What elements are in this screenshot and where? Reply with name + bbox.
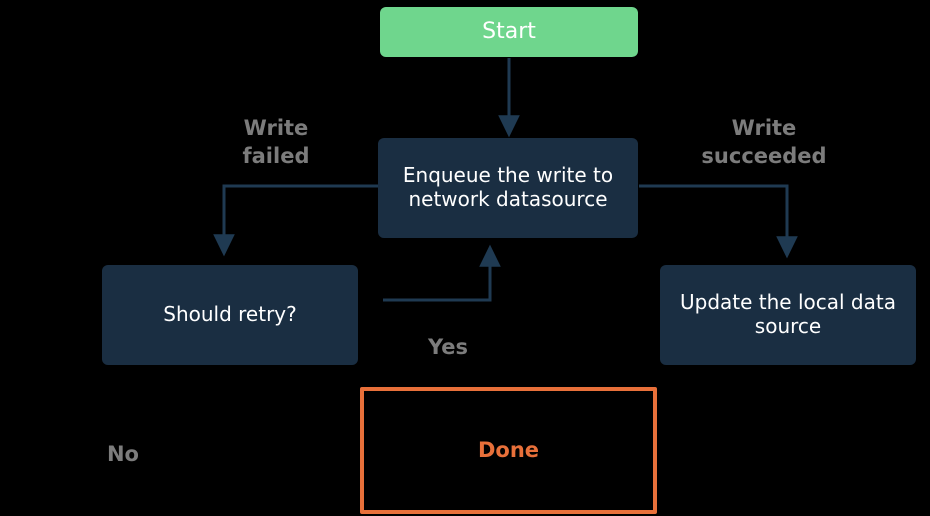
edge-enqueue-to-retry — [213, 184, 378, 257]
node-done[interactable]: Done — [360, 387, 657, 514]
node-done-label: Done — [477, 438, 540, 463]
node-start-label: Start — [482, 19, 536, 45]
edge-retry-yes-to-enqueue — [383, 244, 501, 302]
node-update-local-datasource-label: Update the local data source — [680, 290, 896, 338]
node-enqueue-write-label: Enqueue the write to network datasource — [402, 163, 614, 211]
node-enqueue-write[interactable]: Enqueue the write to network datasource — [378, 138, 638, 238]
edge-label-yes: Yes — [427, 335, 469, 359]
edge-enqueue-to-update — [639, 184, 798, 259]
edge-label-write-succeeded: Write succeeded — [701, 116, 827, 169]
node-should-retry[interactable]: Should retry? — [102, 265, 358, 365]
edge-label-no: No — [106, 442, 139, 466]
node-start[interactable]: Start — [380, 7, 638, 57]
node-update-local-datasource[interactable]: Update the local data source — [660, 265, 916, 365]
edge-label-write-failed: Write failed — [242, 116, 310, 169]
node-should-retry-label: Should retry? — [163, 302, 297, 327]
